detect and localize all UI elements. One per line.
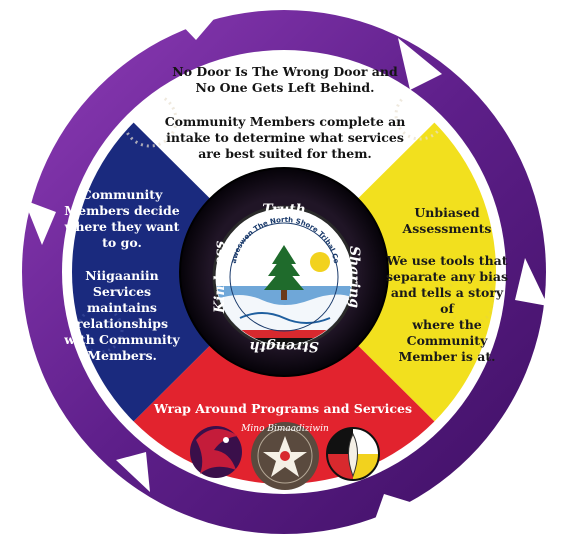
ring-word-sharing: Sharing — [346, 246, 362, 308]
left-p2-line4: relationships — [76, 316, 168, 331]
top-heading: No Door Is The Wrong Door and No One Get… — [170, 64, 400, 96]
quadrant-right — [284, 60, 496, 484]
top-heading-line2: No One Gets Left Behind. — [195, 80, 375, 95]
right-body-line5: Community — [406, 333, 488, 348]
top-body: Community Members complete an intake to … — [160, 114, 410, 162]
ring-word-strength: Strength — [249, 338, 318, 354]
quadrant-top — [72, 60, 496, 272]
top-body-line1: Community Members complete an — [164, 114, 406, 129]
arrow-notch-bottom-left — [116, 452, 150, 492]
left-p2-line3: maintains — [87, 300, 157, 315]
left-p1-line4: to go. — [102, 235, 142, 250]
top-body-line3: are best suited for them. — [198, 146, 372, 161]
left-p2-line6: Members. — [87, 348, 157, 363]
left-paragraph-1: Community Members decide where they want… — [62, 187, 182, 251]
left-p1-line3: where they want — [64, 219, 180, 234]
left-p1-line1: Community — [81, 187, 163, 202]
arrow-notch-left — [24, 200, 56, 245]
ring-word-truth: Truth — [262, 202, 306, 218]
left-p2-line1: Niigaaniin — [85, 268, 159, 283]
quadrant-left — [72, 60, 284, 484]
arrow-notch-right — [515, 258, 548, 306]
arrow-notch-bottom — [372, 494, 410, 528]
right-title-line1: Unbiased — [414, 205, 480, 220]
pine-tree-icon — [264, 245, 304, 300]
left-p2-line5: with Community — [64, 332, 180, 347]
mino-bimaadiziwin-text: Mino Bimaadiziwin — [240, 424, 329, 434]
right-body-line2: separate any bias — [385, 269, 509, 284]
left-p2-line2: Services — [92, 284, 152, 299]
top-heading-line1: No Door Is The Wrong Door and — [172, 64, 398, 79]
right-body-line1: We use tools that — [386, 253, 508, 268]
right-body-line4: where the — [412, 317, 482, 332]
arrow-notch-top-left — [175, 12, 220, 40]
right-title-line2: Assessments — [402, 221, 492, 236]
right-body-line3: and tells a story of — [390, 285, 504, 316]
arrow-notch-top-right — [398, 38, 442, 90]
medicine-wheel-feather-logo — [326, 427, 380, 481]
ring-word-kindness: Kindness — [212, 241, 228, 314]
bottom-title: Wrap Around Programs and Services — [154, 401, 412, 416]
left-p1-line2: Members decide — [64, 203, 180, 218]
right-title: Unbiased Assessments — [388, 205, 506, 237]
program-logos: Mino Bimaadiziwin — [190, 422, 380, 490]
right-body: We use tools that separate any bias and … — [382, 253, 512, 365]
left-paragraph-2: Niigaaniin Services maintains relationsh… — [62, 268, 182, 364]
mino-bimaadiziwin-logo: Mino Bimaadiziwin — [240, 422, 329, 490]
top-body-line2: intake to determine what services — [166, 130, 404, 145]
right-body-line6: Member is at. — [398, 349, 496, 364]
eagle-logo — [190, 426, 242, 478]
